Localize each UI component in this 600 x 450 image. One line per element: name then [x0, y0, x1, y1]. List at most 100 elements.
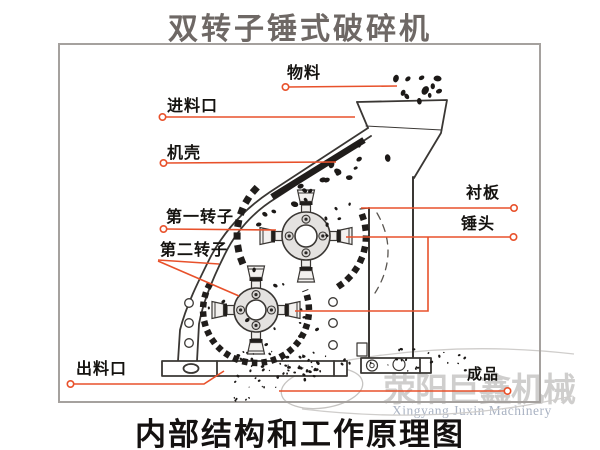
- material-particle: [279, 362, 282, 365]
- material-particle: [242, 351, 245, 353]
- leader-dot: [159, 159, 168, 168]
- liner-dash: [201, 291, 210, 299]
- rotor-hammer: [296, 189, 316, 216]
- leader-lines: [72, 85, 512, 392]
- material-particle: [257, 379, 261, 382]
- hammer-clamp: [299, 267, 313, 271]
- label-material: 物料: [287, 65, 322, 82]
- disc-bolt-pin: [304, 217, 308, 221]
- material-particle: [430, 83, 435, 90]
- material-particle: [334, 206, 338, 211]
- material-particle: [302, 316, 306, 319]
- material-particle: [356, 156, 362, 162]
- material-particle: [324, 216, 328, 221]
- hammer-clamp: [271, 229, 275, 243]
- material-particle: [435, 88, 443, 94]
- material-particle: [250, 357, 254, 362]
- material-particle: [345, 175, 353, 180]
- material-particle: [310, 361, 313, 364]
- material-particle: [256, 222, 262, 227]
- leader-endpoint-dots: [66, 83, 518, 395]
- liner-dash: [302, 322, 311, 330]
- material-particle: [249, 369, 252, 373]
- material-particle: [433, 75, 442, 82]
- liner-dash: [223, 350, 232, 359]
- material-particle: [264, 343, 269, 347]
- material-particle: [457, 354, 461, 357]
- liner-dash: [249, 184, 260, 195]
- leader-dot: [509, 233, 518, 242]
- material-particle: [281, 358, 284, 361]
- hopper-inner-line: [365, 125, 443, 131]
- wall-foot-block: [356, 342, 368, 357]
- material-particle: [337, 217, 342, 221]
- liner-dash: [269, 355, 278, 364]
- material-particle: [302, 188, 308, 193]
- material-particle: [221, 299, 226, 304]
- hammer-clamp: [299, 201, 313, 205]
- liner-dash: [215, 344, 224, 353]
- label-hammer-head: 锤头: [461, 216, 496, 233]
- material-particle: [268, 352, 272, 356]
- label-liner-plate: 衬板: [466, 185, 501, 202]
- material-particle: [286, 372, 288, 375]
- material-particle: [447, 361, 449, 364]
- material-particle: [416, 366, 420, 369]
- hammer-clamp: [249, 339, 263, 343]
- hammer-clamp: [285, 303, 289, 317]
- material-particle: [273, 360, 276, 362]
- material-particle: [245, 318, 250, 323]
- first-rotor: [259, 189, 353, 283]
- liner-dash: [234, 219, 243, 228]
- rotor-shaft-hole: [245, 299, 267, 321]
- bolt-hole: [184, 298, 194, 308]
- disc-bolt-pin: [254, 323, 258, 327]
- leader-material: [286, 85, 398, 88]
- leader-casing: [164, 161, 337, 164]
- material-particle: [234, 380, 237, 383]
- bolt-hole: [184, 318, 194, 328]
- material-particle: [324, 355, 327, 358]
- material-particle: [297, 183, 304, 189]
- label-casing: 机壳: [167, 145, 202, 162]
- page-subtitle: 内部结构和工作原理图: [135, 417, 465, 450]
- label-feed-inlet: 进料口: [167, 98, 219, 115]
- second-rotor: [211, 265, 301, 355]
- material-particle: [395, 358, 399, 361]
- material-particle: [273, 283, 278, 288]
- material-particle: [427, 92, 432, 98]
- liner-dash: [242, 195, 253, 205]
- leader-hammer-branch: [295, 237, 429, 312]
- disc-bolt-pin: [254, 293, 258, 297]
- material-particle: [254, 377, 257, 380]
- material-particle: [305, 369, 309, 373]
- hopper-outline: [356, 99, 448, 179]
- material-particle: [334, 168, 342, 175]
- material-particle: [299, 366, 303, 370]
- label-discharge-outlet: 出料口: [76, 361, 128, 378]
- leader-dot: [509, 204, 518, 213]
- material-particle: [340, 362, 344, 366]
- disc-bolt-pin: [269, 308, 273, 312]
- material-particle: [398, 348, 401, 352]
- material-particle: [325, 222, 329, 227]
- base-right-hole-outer: [365, 359, 379, 372]
- leader-dot: [66, 379, 75, 388]
- hammer-head: [246, 341, 266, 355]
- material-particle: [463, 356, 467, 360]
- rotor-hammer: [274, 300, 301, 320]
- rotor-hammer: [211, 300, 238, 320]
- material-particle: [353, 166, 358, 170]
- liner-dash: [199, 301, 207, 308]
- material-particle: [429, 360, 434, 364]
- material-particle: [303, 197, 308, 202]
- hammer-head: [287, 300, 301, 320]
- material-particle: [427, 352, 430, 355]
- material-particle: [404, 358, 408, 362]
- page-title: 双转子锤式破碎机: [168, 13, 432, 46]
- material-particle: [233, 396, 236, 399]
- material-particle: [282, 283, 285, 286]
- liner-dash: [234, 244, 243, 253]
- hammer-head: [339, 226, 353, 246]
